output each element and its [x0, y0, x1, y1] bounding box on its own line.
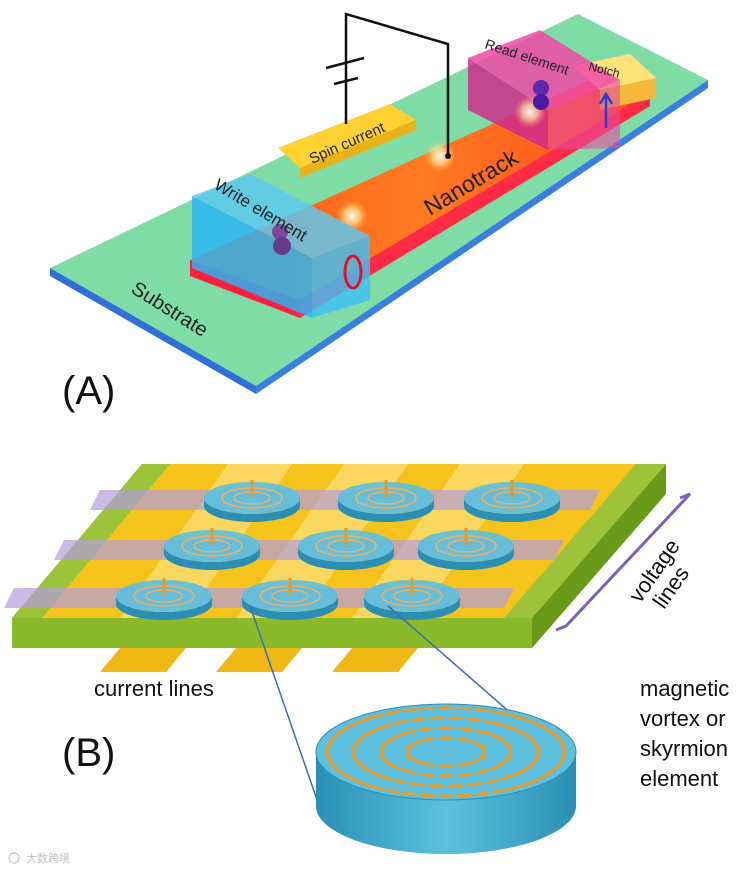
spin-arrow — [522, 717, 537, 725]
spin-arrow — [484, 778, 500, 785]
spin-arrow — [466, 717, 482, 722]
spin-arrow — [508, 784, 523, 791]
spin-arrow — [355, 779, 370, 787]
spin-arrow — [472, 754, 486, 764]
spin-current-pad — [278, 104, 416, 178]
circuit-wire — [325, 12, 450, 156]
disc-side — [298, 546, 394, 570]
bit-zero-ellipse — [343, 254, 363, 290]
write-particle-icon — [272, 224, 291, 255]
magnetic-label-4: element — [640, 766, 718, 791]
base-side — [532, 464, 666, 648]
spin-arrow — [385, 788, 400, 794]
read-element-box — [468, 30, 620, 150]
spin-arrow — [475, 707, 490, 713]
spin-arrow — [364, 727, 379, 737]
read-particle-icon — [533, 80, 549, 110]
skyrmion-spot — [424, 140, 456, 172]
magnetic-label-3: skyrmion — [640, 736, 728, 761]
panel-a: Substrate Nanotrack Write element Read e… — [50, 12, 708, 413]
spin-arrow — [369, 784, 384, 791]
spin-arrow — [466, 782, 482, 787]
spin-arrow — [457, 737, 473, 743]
spin-arrow — [392, 778, 408, 785]
spin-arrow — [476, 768, 491, 775]
edge-strip — [504, 464, 666, 618]
spin-arrow — [531, 738, 541, 752]
current-line-tails — [100, 648, 418, 672]
spin-arrow — [456, 706, 472, 711]
spin-arrow — [387, 761, 402, 771]
panel-b-label: (B) — [62, 731, 115, 775]
contact-dot — [445, 153, 451, 159]
spin-arrow — [355, 717, 370, 725]
spin-arrow — [419, 761, 435, 767]
disc-side — [418, 546, 514, 570]
spin-arrow — [490, 733, 505, 743]
spin-arrow — [475, 791, 490, 797]
spin-arrow — [513, 767, 528, 777]
spin-arrow — [418, 726, 434, 732]
spin-arrow — [419, 737, 435, 743]
spin-arrow — [402, 707, 417, 713]
vortex-arrows — [325, 706, 567, 798]
spin-arrow — [385, 710, 400, 716]
spin-arrow — [377, 773, 392, 781]
spin-arrow — [369, 713, 384, 720]
spin-arrow — [558, 738, 567, 753]
spin-arrow — [401, 768, 416, 775]
spin-arrow — [406, 754, 420, 764]
disc-side — [204, 498, 300, 522]
spin-arrow — [418, 772, 434, 778]
spin-arrow — [490, 761, 505, 771]
disc-side — [242, 596, 338, 620]
spin-arrow — [500, 773, 515, 781]
spin-arrow — [364, 767, 379, 777]
spin-arrow — [392, 719, 408, 726]
disc-side — [364, 596, 460, 620]
spin-arrow — [410, 717, 426, 722]
base-front — [12, 618, 532, 648]
watermark: 大数跨境 — [8, 851, 70, 865]
spin-arrow — [420, 793, 436, 798]
spin-arrow — [484, 719, 500, 726]
spin-arrow — [401, 729, 416, 736]
spin-arrow — [472, 740, 486, 750]
spin-arrow — [501, 738, 513, 751]
spin-arrow — [457, 761, 473, 767]
spin-arrow — [377, 723, 392, 731]
spin-arrow — [406, 740, 420, 750]
spin-arrow — [387, 733, 402, 743]
panel-a-label: (A) — [62, 369, 115, 413]
spin-arrow — [456, 793, 472, 798]
spin-arrow — [420, 706, 436, 711]
current-lines-label: current lines — [94, 676, 214, 701]
magnetic-label-1: magnetic — [640, 676, 729, 701]
spin-arrow — [402, 791, 417, 797]
spin-arrow — [458, 726, 474, 732]
spin-arrow — [410, 782, 426, 787]
panel-b: current lines voltage lines magnetic vor… — [4, 464, 729, 854]
disc-grid — [116, 480, 560, 620]
voltage-bracket — [555, 492, 692, 632]
spin-arrow — [458, 772, 474, 778]
watermark-text: 大数跨境 — [26, 851, 70, 865]
spin-arrow — [534, 773, 549, 783]
spin-arrow — [513, 727, 528, 737]
disc-side — [338, 498, 434, 522]
magnetic-label-2: vortex or — [640, 706, 726, 731]
disc-side — [116, 596, 212, 620]
spin-arrow — [500, 723, 515, 731]
spin-arrow — [492, 710, 507, 716]
disc-side — [164, 546, 260, 570]
spin-arrow — [476, 729, 491, 736]
spin-arrow — [522, 779, 537, 787]
spin-arrow — [343, 721, 358, 731]
bit-one-arrow-icon — [598, 91, 614, 128]
disc-side — [464, 498, 560, 522]
spin-arrow — [508, 713, 523, 720]
spin-arrow — [492, 788, 507, 794]
